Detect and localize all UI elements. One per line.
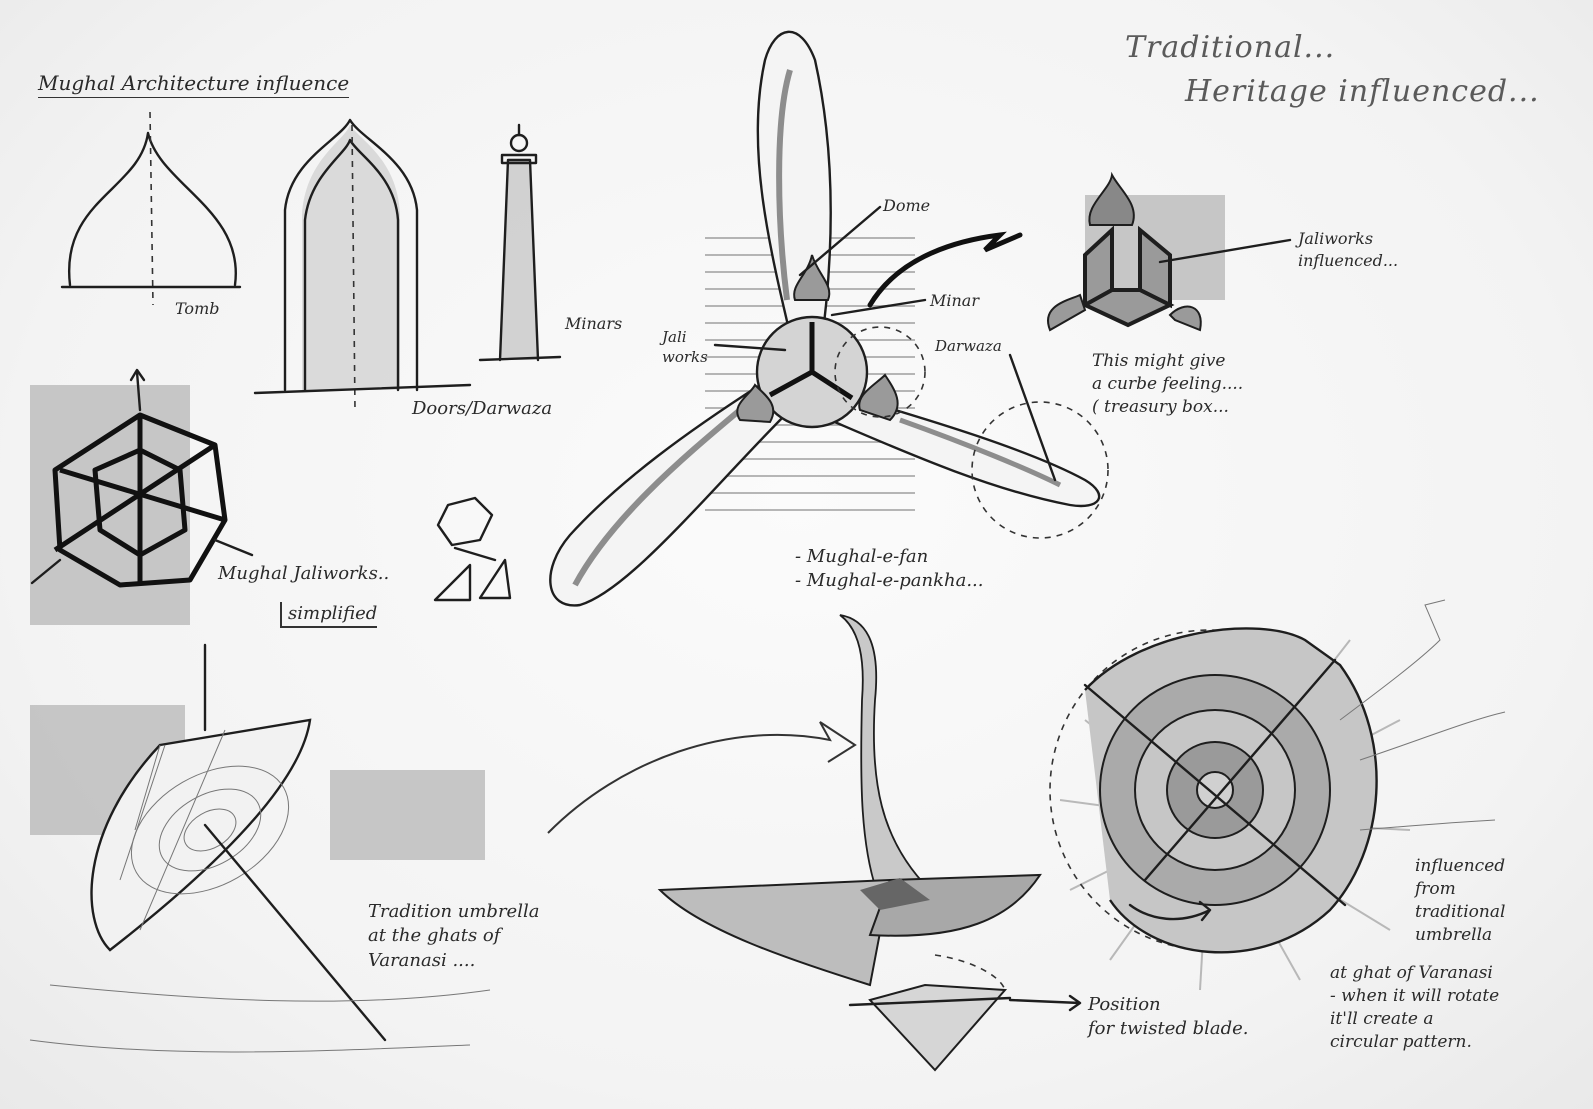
simplified-jali-shapes xyxy=(435,498,510,600)
jali-detail-label: Jaliworks influenced... xyxy=(1298,228,1398,271)
jali-label: Mughal Jaliworks.. xyxy=(218,562,389,586)
jali-pattern-sketch xyxy=(30,370,252,625)
darwaza-label: Darwaza xyxy=(935,336,1002,356)
minar-label: Minar xyxy=(930,290,979,312)
jali-detail-sketch xyxy=(1048,175,1290,330)
mughal-heading: Mughal Architecture influence xyxy=(38,70,349,98)
twisted-blade-sketch xyxy=(548,615,1080,1070)
doors-label: Doors/Darwaza xyxy=(412,397,552,421)
minars-label: Minars xyxy=(565,313,622,335)
minar-sketch xyxy=(480,125,560,360)
fan-names: - Mughal-e-fan - Mughal-e-pankha... xyxy=(795,545,984,594)
title-line-1: Traditional... xyxy=(1125,28,1335,69)
jali-sub-label: simplified xyxy=(280,602,377,628)
door-arch-sketch xyxy=(255,120,470,410)
blade-position-note: Position for twisted blade. xyxy=(1088,993,1249,1042)
treasury-note: This might give a curbe feeling.... ( tr… xyxy=(1092,350,1243,419)
dome-label: Dome xyxy=(883,195,930,217)
jali-works-label: Jali works xyxy=(662,327,708,368)
circular-note-2: at ghat of Varanasi - when it will rotat… xyxy=(1330,962,1499,1054)
tomb-dome-sketch xyxy=(62,112,240,305)
tomb-label: Tomb xyxy=(175,298,219,320)
umbrella-sketch xyxy=(30,645,490,1052)
mughal-fan-sketch xyxy=(550,32,1108,606)
umbrella-note: Tradition umbrella at the ghats of Varan… xyxy=(368,900,539,973)
circular-note-1: influenced from traditional umbrella xyxy=(1415,855,1505,947)
title-line-2: Heritage influenced... xyxy=(1185,72,1540,113)
